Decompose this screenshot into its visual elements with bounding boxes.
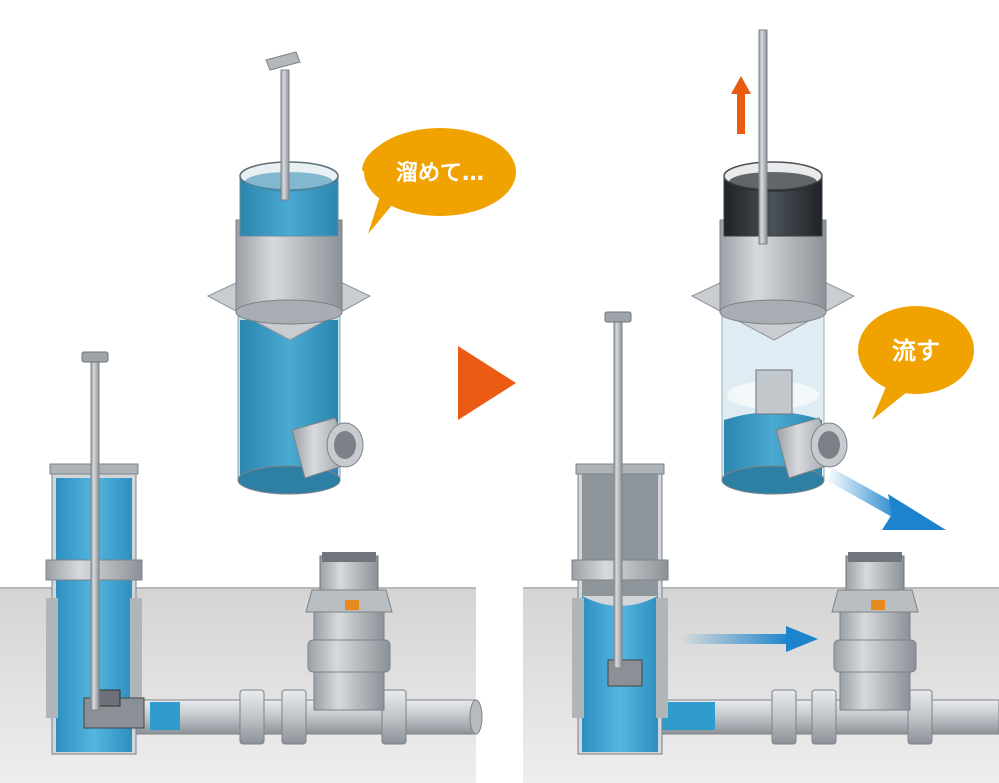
left-panel-store: 溜めて…: [0, 51, 516, 783]
arrow-up-icon: [731, 76, 751, 94]
arrow-right-icon: [786, 626, 818, 652]
lift-arrow: [731, 76, 751, 134]
triangle-right-icon: [458, 346, 516, 420]
arrow-right-icon: [882, 494, 946, 530]
step-arrow: [458, 346, 516, 420]
tank-3d-flush: [690, 29, 856, 495]
speech-bubble-store: 溜めて…: [362, 128, 516, 234]
bubble-store-text: 溜めて…: [396, 160, 484, 186]
flow-arrow-diagonal: [826, 468, 946, 530]
storage-tank-left: [45, 351, 145, 755]
flow-arrow-horizontal: [680, 626, 818, 652]
riser-right: [831, 552, 919, 711]
riser-left: [305, 552, 393, 711]
bubble-flush-text: 流す: [892, 337, 940, 365]
right-panel-flush: 流す: [523, 29, 999, 783]
drain-pipe-left: [129, 689, 483, 745]
storage-tank-right: [571, 311, 669, 755]
speech-bubble-flush: 流す: [858, 306, 974, 420]
tank-3d-store: [206, 51, 372, 495]
